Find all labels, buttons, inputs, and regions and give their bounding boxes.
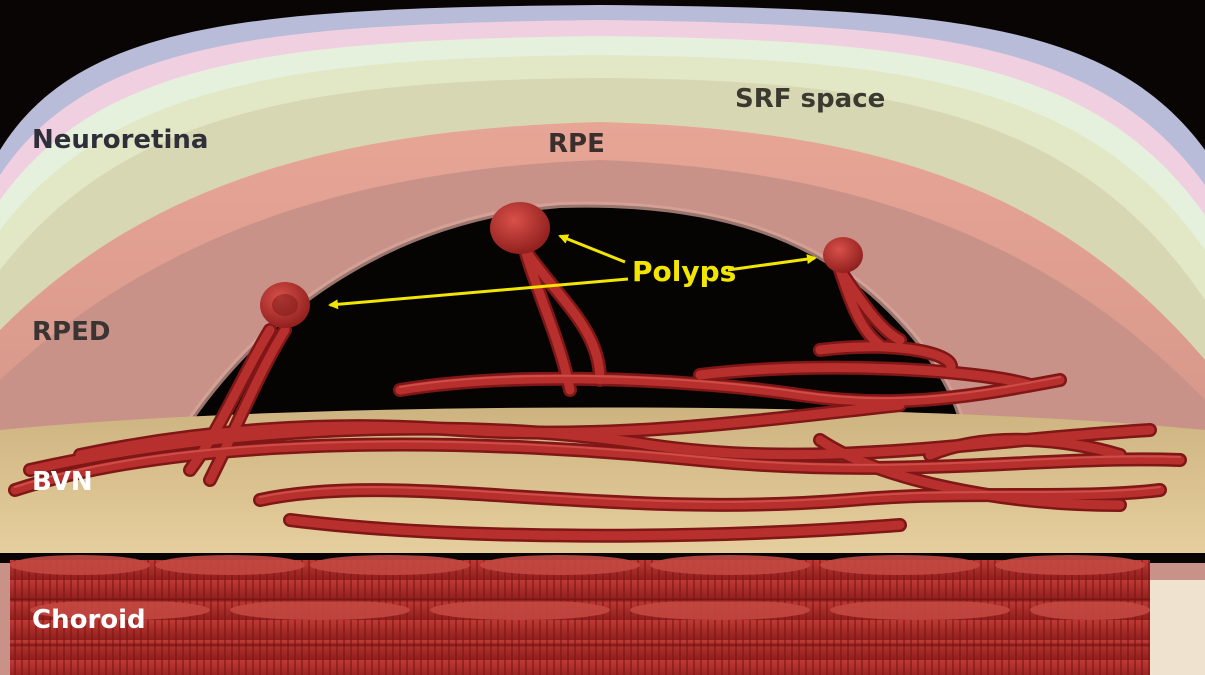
label-rpe: RPE — [548, 129, 605, 159]
choroid-layer — [10, 555, 1205, 675]
label-rped: RPED — [32, 317, 110, 347]
label-srf-space: SRF space — [735, 84, 885, 114]
polyp-right — [823, 237, 863, 273]
polyp-left — [260, 282, 310, 328]
polyp-center — [490, 202, 550, 254]
label-polyps: Polyps — [632, 255, 736, 288]
label-neuroretina: Neuroretina — [32, 125, 208, 155]
label-bvn: BVN — [32, 467, 93, 497]
label-choroid: Choroid — [32, 605, 146, 635]
